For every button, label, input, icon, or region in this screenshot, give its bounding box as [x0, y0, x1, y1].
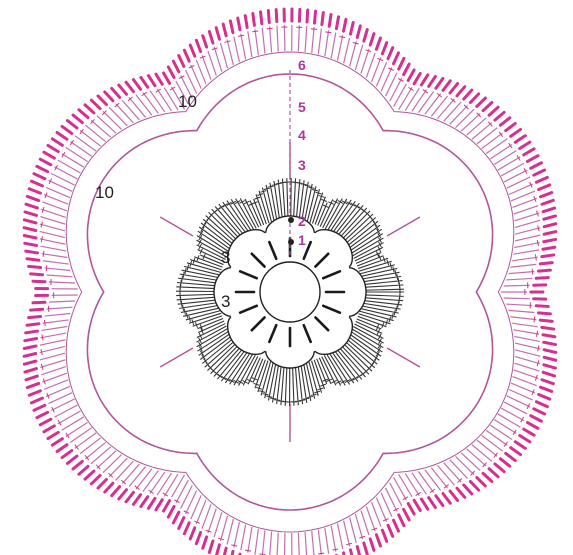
outer-stitch-mark — [25, 243, 37, 245]
fan-stitch-bar — [398, 302, 399, 308]
cross-stitch-mark — [534, 316, 535, 322]
cross-stitch-mark — [46, 265, 47, 271]
round-number-label: 5 — [298, 99, 306, 115]
fan-stitch-bar — [299, 400, 305, 401]
outer-stitch-mark — [307, 10, 308, 22]
outer-stitch-mark — [33, 281, 45, 282]
fan-stitch-bar — [398, 278, 399, 284]
tall-stitch-mark — [504, 285, 530, 286]
outer-stitch-mark — [29, 266, 41, 267]
tall-stitch-mark — [284, 25, 285, 51]
cross-stitch-mark — [311, 29, 317, 30]
outer-stitch-mark — [268, 11, 269, 23]
petal-count-label-top: 10 — [178, 92, 197, 111]
cross-stitch-mark — [259, 554, 265, 555]
outer-stitch-mark — [536, 306, 548, 307]
round-number-label: 4 — [298, 127, 306, 143]
tall-stitch-mark — [504, 298, 530, 299]
outer-stitch-mark — [543, 247, 555, 249]
outer-stitch-mark — [29, 316, 41, 317]
outer-stitch-mark — [538, 270, 550, 271]
outer-stitch-mark — [25, 339, 37, 341]
outer-stitch-mark — [538, 313, 550, 314]
outer-stitch-mark — [322, 13, 323, 25]
round-number-label: 6 — [298, 57, 306, 73]
outer-stitch-mark — [27, 259, 39, 261]
round-number-label: 3 — [298, 157, 306, 173]
cross-stitch-mark — [532, 269, 533, 275]
outer-stitch-mark — [33, 302, 45, 303]
fan-stitch-bar — [276, 183, 282, 184]
round-number-label: 2 — [298, 213, 306, 229]
fan-stitch-bar — [181, 280, 182, 286]
outer-stitch-mark — [314, 11, 315, 23]
cross-stitch-mark — [318, 553, 324, 554]
outer-stitch-mark — [536, 278, 548, 279]
inner-count-label-upper: 3 — [221, 248, 230, 267]
outer-stitch-mark — [26, 251, 38, 253]
outer-stitch-mark — [540, 263, 552, 264]
fan-stitch-bar — [181, 301, 182, 307]
fan-stitch-bar — [274, 400, 280, 401]
outer-stitch-mark — [253, 14, 255, 26]
outer-stitch-mark — [336, 17, 338, 29]
outer-stitch-mark — [26, 331, 38, 333]
outer-stitch-mark — [540, 320, 552, 321]
petal-count-label-left: 10 — [95, 183, 114, 202]
outer-stitch-mark — [27, 324, 39, 326]
fan-stitch-bar — [297, 183, 303, 184]
inner-count-label-lower: 3 — [221, 292, 230, 311]
outer-stitch-mark — [542, 327, 554, 329]
outer-stitch-mark — [329, 15, 331, 27]
round-number-label: 1 — [298, 232, 306, 248]
round-start-dot — [288, 217, 294, 223]
outer-stitch-mark — [31, 274, 43, 275]
outer-stitch-mark — [542, 255, 554, 257]
outer-stitch-mark — [31, 309, 43, 310]
tall-stitch-mark — [284, 533, 285, 555]
outer-stitch-mark — [543, 335, 555, 337]
outer-stitch-mark — [245, 16, 247, 28]
outer-stitch-mark — [261, 12, 262, 24]
round-start-dot — [288, 239, 294, 245]
outer-stitch-mark — [276, 10, 277, 22]
